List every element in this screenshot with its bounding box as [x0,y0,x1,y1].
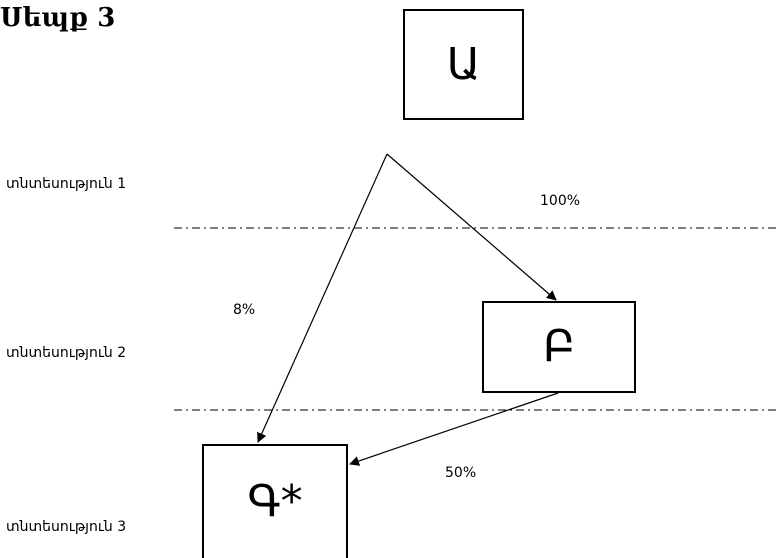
node-b-label: Բ [542,321,576,372]
node-a-label: Ա [446,38,481,90]
edge-a-to-b [386,153,557,301]
edge-a-to-c [257,153,388,443]
level-label-1: տնտեսություն 1 [6,176,127,192]
level-label-3: տնտեսություն 3 [6,519,127,535]
figure-title: Սեպք 3 [0,3,116,33]
node-a: Ա [403,9,524,120]
node-b: Բ [482,301,636,393]
level-label-2: տնտեսություն 2 [6,345,127,361]
edge-a-to-b-label: 100% [540,193,581,209]
edge-a-to-c-label: 8% [233,302,256,318]
node-c: Գ* [202,444,348,558]
node-c-label: Գ* [247,476,303,527]
edge-b-to-c [349,392,559,466]
edge-b-to-c-label: 50% [445,465,477,481]
